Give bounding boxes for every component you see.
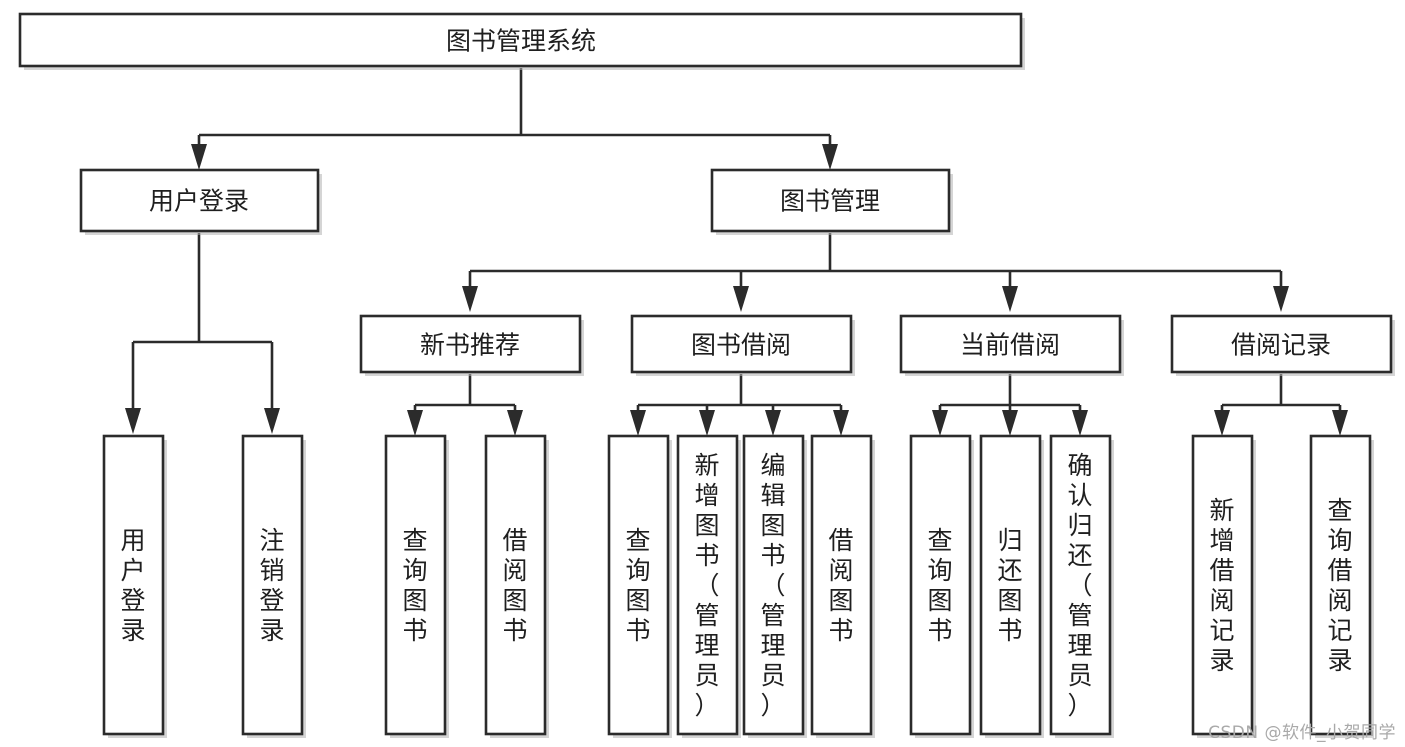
node-leaf-6-label: 新增图书（管理员）: [694, 451, 719, 720]
node-leaf-9[interactable]: 查询图书: [909, 434, 974, 738]
node-leaf-5[interactable]: 查询图书: [607, 434, 672, 738]
arrow-to-bookmgmt: [822, 144, 838, 170]
arrow-to-leaf-1: [125, 408, 141, 434]
node-leaf-4-label: 借阅图书: [502, 526, 527, 645]
node-leaf-13[interactable]: 查询借阅记录: [1309, 434, 1374, 738]
arrow-to-leaf-4: [507, 410, 523, 436]
node-root[interactable]: 图书管理系统: [18, 12, 1025, 70]
arrow-to-current: [1002, 286, 1018, 312]
node-leaf-12-label: 新增借阅记录: [1209, 496, 1234, 675]
node-leaf-8[interactable]: 借阅图书: [810, 434, 875, 738]
arrow-to-leaf-3: [407, 410, 423, 436]
arrow-to-leaf-6: [699, 410, 715, 436]
connector-layer: [125, 68, 1348, 436]
node-leaf-10[interactable]: 归还图书: [979, 434, 1044, 738]
node-leaf-7[interactable]: 编辑图书（管理员）: [742, 434, 807, 738]
arrow-to-leaf-8: [833, 410, 849, 436]
node-leaf-4[interactable]: 借阅图书: [484, 434, 549, 738]
node-leaf-3[interactable]: 查询图书: [384, 434, 449, 738]
node-leaf-2[interactable]: 注销登录: [241, 434, 306, 738]
arrow-to-records: [1273, 286, 1289, 312]
node-leaf-5-label: 查询图书: [625, 526, 650, 645]
node-leaf-11-label: 确认归还（管理员）: [1067, 451, 1092, 720]
node-leaf-12[interactable]: 新增借阅记录: [1191, 434, 1256, 738]
watermark-text: CSDN @软件_小贺同学: [1208, 723, 1396, 743]
arrow-to-leaf-7: [765, 410, 781, 436]
node-leaf-1[interactable]: 用户登录: [102, 434, 167, 738]
node-records-label: 借阅记录: [1231, 331, 1331, 360]
arrow-to-leaf-11: [1072, 410, 1088, 436]
node-current[interactable]: 当前借阅: [899, 314, 1124, 376]
node-newbook-label: 新书推荐: [420, 331, 520, 360]
node-leaf-11[interactable]: 确认归还（管理员）: [1049, 434, 1114, 738]
node-borrow-label: 图书借阅: [691, 331, 791, 360]
node-leaf-7-label: 编辑图书（管理员）: [760, 451, 785, 720]
node-current-label: 当前借阅: [960, 331, 1060, 360]
arrow-to-leaf-10: [1002, 410, 1018, 436]
arrow-to-leaf-2: [264, 408, 280, 434]
node-leaf-1-label: 用户登录: [120, 526, 145, 645]
node-bookmgmt[interactable]: 图书管理: [710, 168, 953, 235]
node-leaf-2-label: 注销登录: [259, 526, 284, 645]
node-login-label: 用户登录: [149, 187, 249, 216]
arrow-to-login: [191, 144, 207, 170]
node-bookmgmt-label: 图书管理: [780, 187, 880, 216]
node-leaf-13-label: 查询借阅记录: [1327, 496, 1352, 675]
node-leaf-9-label: 查询图书: [927, 526, 952, 645]
arrow-to-leaf-13: [1332, 410, 1348, 436]
node-leaf-8-label: 借阅图书: [828, 526, 853, 645]
arrow-to-borrow: [733, 286, 749, 312]
node-leaf-3-label: 查询图书: [402, 526, 427, 645]
node-leaf-10-label: 归还图书: [997, 526, 1022, 645]
arrow-to-leaf-9: [932, 410, 948, 436]
node-root-label: 图书管理系统: [446, 27, 596, 56]
node-newbook[interactable]: 新书推荐: [359, 314, 584, 376]
node-records[interactable]: 借阅记录: [1170, 314, 1395, 376]
arrow-to-leaf-12: [1214, 410, 1230, 436]
node-login[interactable]: 用户登录: [79, 168, 322, 235]
arrow-to-newbook: [462, 286, 478, 312]
arrow-to-leaf-5: [630, 410, 646, 436]
node-leaf-6[interactable]: 新增图书（管理员）: [676, 434, 741, 738]
node-borrow[interactable]: 图书借阅: [630, 314, 855, 376]
